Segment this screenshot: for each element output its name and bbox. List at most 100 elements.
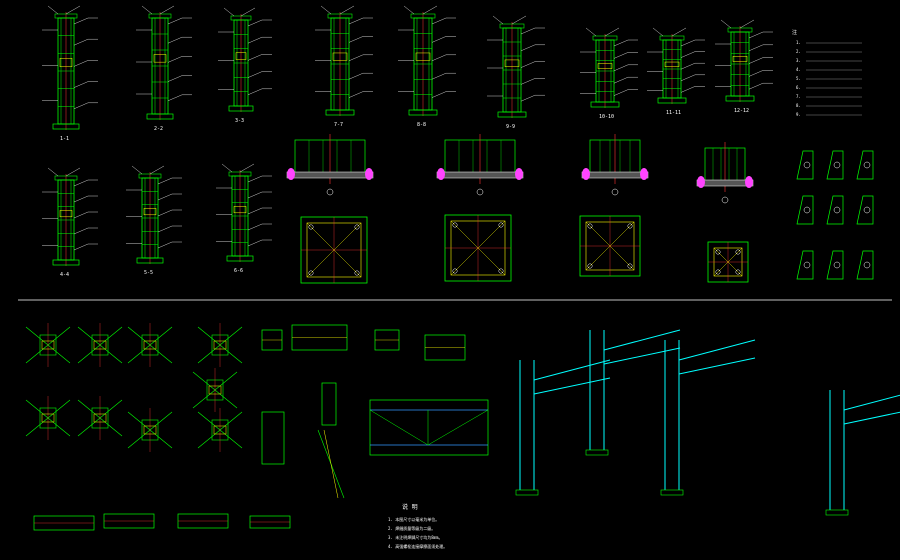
joint-detail xyxy=(127,323,173,367)
connection-details-lower-half xyxy=(25,323,900,531)
joint-detail xyxy=(197,323,243,367)
anchor-bolt xyxy=(745,176,753,188)
section-view: 6-6 xyxy=(216,163,272,274)
stiffener-plate xyxy=(826,250,844,280)
joint-detail xyxy=(192,368,238,412)
portal-knee-elevation xyxy=(825,390,900,516)
section-view: 5-5 xyxy=(126,165,182,276)
bolt-hole xyxy=(863,161,871,169)
section-view: 3-3 xyxy=(218,7,272,124)
notes-bottom-block: 说 明 1. 本图尺寸以毫米为单位。 2. 焊缝质量等级为二级。 3. 未注明焊… xyxy=(388,503,447,549)
section-label: 1-1 xyxy=(60,136,69,142)
anchor-hole xyxy=(587,263,593,269)
stiffener-plate xyxy=(826,195,844,225)
base-plan xyxy=(300,216,368,284)
anchor-bolt xyxy=(515,168,523,180)
anchor-bolt xyxy=(287,168,295,180)
anchor-hole xyxy=(735,249,741,255)
anchor-bolt xyxy=(582,168,590,180)
beam-section-detail xyxy=(261,329,283,351)
bolt-hole xyxy=(863,261,871,269)
section-view: 11-11 xyxy=(647,27,705,116)
anchor-bolt xyxy=(697,176,705,188)
notes-top-block: 注 1.2.3.4.5.6.7.8.9. xyxy=(792,29,862,117)
section-view: 1-1 xyxy=(42,5,98,142)
anchor-hole xyxy=(308,224,314,230)
bolt-hole xyxy=(833,206,841,214)
notes-top-item: 7. xyxy=(796,94,801,99)
notes-bottom-item-3: 3. 未注明焊脚尺寸均为8mm。 xyxy=(388,534,442,540)
plate-strip-detail xyxy=(177,513,229,529)
section-label: 7-7 xyxy=(334,122,343,128)
section-view: 12-12 xyxy=(715,19,773,114)
bolt-hole xyxy=(833,261,841,269)
column-base-elevations xyxy=(286,134,754,204)
joint-detail xyxy=(25,323,71,367)
beam-section-detail xyxy=(374,329,400,351)
portal-knee-elevation xyxy=(585,329,681,456)
section-label: 6-6 xyxy=(234,268,243,274)
notes-bottom-item-1: 1. 本图尺寸以毫米为单位。 xyxy=(388,516,439,522)
base-plan xyxy=(579,215,641,277)
section-view: 10-10 xyxy=(580,27,638,120)
anchor-bolt xyxy=(640,168,648,180)
section-label: 10-10 xyxy=(599,114,614,120)
plate-strip-detail xyxy=(103,513,155,529)
stiffener-plate xyxy=(796,250,814,280)
base-elevation xyxy=(581,134,649,196)
anchor-bolt xyxy=(365,168,373,180)
stiffener-plate-details xyxy=(796,150,874,280)
section-view: 9-9 xyxy=(487,15,545,130)
section-view: 2-2 xyxy=(136,5,192,132)
anchor-bolt xyxy=(437,168,445,180)
stiffener-plate xyxy=(856,250,874,280)
stiffener-plate xyxy=(856,150,874,180)
grid-bubble xyxy=(611,188,619,196)
notes-top-item: 4. xyxy=(796,67,801,72)
section-label: 8-8 xyxy=(417,122,426,128)
section-label: 4-4 xyxy=(60,272,69,278)
grid-bubble xyxy=(326,188,334,196)
truss-elevation xyxy=(369,399,489,456)
section-view: 4-4 xyxy=(42,167,98,278)
grid-bubble xyxy=(476,188,484,196)
anchor-hole xyxy=(627,263,633,269)
notes-top-item: 6. xyxy=(796,85,801,90)
section-label: 12-12 xyxy=(734,108,749,114)
base-plan xyxy=(444,214,512,282)
plate-strip-detail xyxy=(33,515,95,531)
joint-detail xyxy=(197,408,243,452)
stiffener-plate xyxy=(796,195,814,225)
bolt-hole xyxy=(803,161,811,169)
notes-bottom-heading: 说 明 xyxy=(402,503,418,511)
anchor-hole xyxy=(452,222,458,228)
joint-detail xyxy=(127,408,173,452)
section-label: 2-2 xyxy=(154,126,163,132)
diagonal-brace-detail xyxy=(261,382,345,499)
anchor-hole xyxy=(452,268,458,274)
anchor-hole xyxy=(627,223,633,229)
base-elevation xyxy=(696,142,754,204)
stiffener-plate xyxy=(826,150,844,180)
joint-detail xyxy=(77,396,123,440)
notes-bottom-item-2: 2. 焊缝质量等级为二级。 xyxy=(388,525,435,531)
section-label: 11-11 xyxy=(666,110,681,116)
anchor-hole xyxy=(308,270,314,276)
portal-knee-elevation xyxy=(515,359,611,496)
section-column-views-row2: 4-4 5-5 6-6 xyxy=(42,163,272,278)
notes-top-item: 8. xyxy=(796,103,801,108)
notes-bottom-item-4: 4. 高强螺栓连接摩擦面须处理。 xyxy=(388,543,447,549)
anchor-hole xyxy=(354,224,360,230)
section-view: 8-8 xyxy=(398,5,456,128)
section-view: 7-7 xyxy=(315,5,373,128)
anchor-hole xyxy=(715,269,721,275)
joint-detail xyxy=(25,396,71,440)
notes-top-item: 3. xyxy=(796,58,801,63)
column-base-plans xyxy=(300,214,749,284)
notes-top-item: 2. xyxy=(796,49,801,54)
anchor-hole xyxy=(354,270,360,276)
joint-detail xyxy=(77,323,123,367)
anchor-hole xyxy=(715,249,721,255)
base-elevation xyxy=(286,134,374,196)
